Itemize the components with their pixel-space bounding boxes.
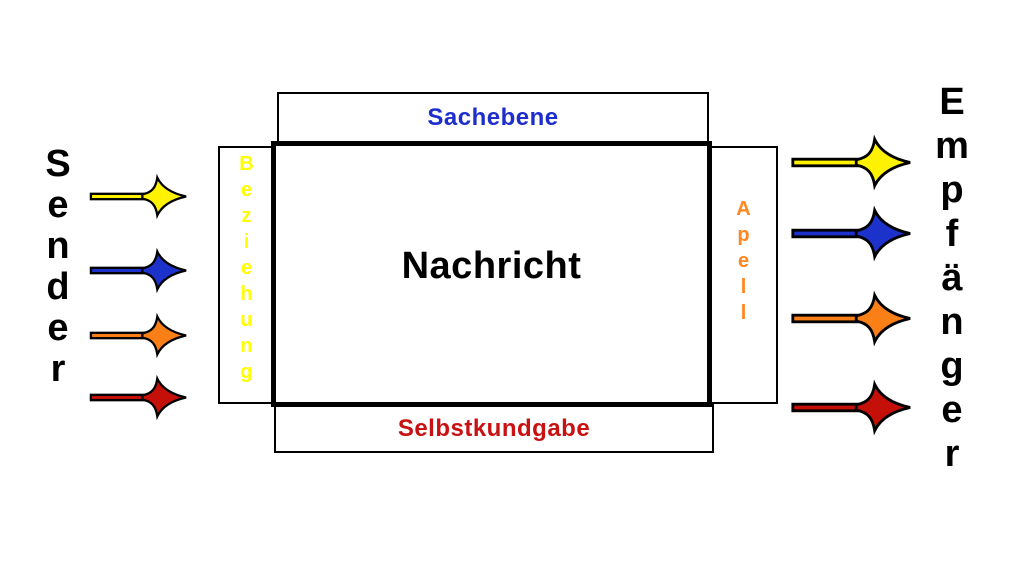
sachebene-box: Sachebene (277, 92, 709, 144)
sender-blue-arrow-icon (89, 247, 187, 294)
nachricht-box: Nachricht (271, 141, 712, 407)
empfaenger-orange-arrow-icon (791, 290, 911, 347)
sender-yellow-arrow-icon (89, 173, 187, 220)
empfaenger-yellow-arrow-icon (791, 134, 911, 191)
empfaenger-blue-arrow-icon (791, 205, 911, 262)
empfaenger-red-arrow-icon (791, 379, 911, 436)
nachricht-label: Nachricht (401, 244, 582, 287)
selbstkundgabe-box: Selbstkundgabe (274, 404, 714, 453)
sender-orange-arrow-icon (89, 312, 187, 359)
selbstkundgabe-label: Selbstkundgabe (397, 414, 591, 442)
sachebene-label: Sachebene (427, 104, 559, 131)
sender-red-arrow-icon (89, 374, 187, 421)
